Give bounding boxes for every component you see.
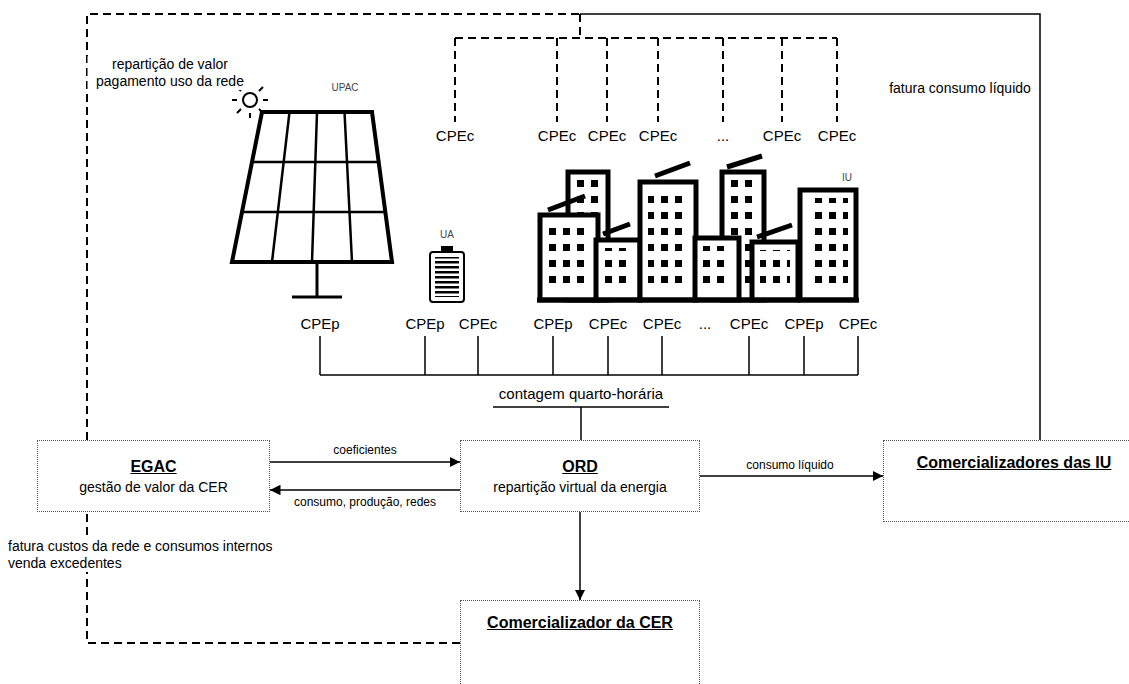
cpe-label: CPEc [818, 127, 856, 145]
box-title: Comercializadores das IU [917, 453, 1112, 472]
battery-icon [430, 246, 464, 302]
cpe-label: CPEp [533, 315, 572, 333]
supplier-box: Comercializadores das IU [883, 440, 1129, 522]
connector-segment [700, 475, 883, 477]
cpe-label: CPEp [784, 315, 823, 333]
part-name: UPAC [331, 82, 358, 94]
edge-label: fatura custos da rede e consumos interno… [8, 538, 313, 572]
part-name: UA [440, 229, 454, 241]
connector [87, 14, 1040, 440]
cpe-label: CPEc [839, 315, 877, 333]
connector [270, 462, 460, 463]
connector-segment [580, 14, 1040, 440]
connector-segment [87, 14, 580, 440]
box-subtitle: gestão de valor da CER [79, 479, 228, 496]
flow-note: repartição de valor pagamento uso da red… [88, 56, 253, 90]
cpe-label: CPEc [538, 127, 576, 145]
ellipsis: ... [699, 315, 712, 333]
edge-label: consumo líquido [746, 458, 833, 472]
connector-segment [270, 489, 460, 491]
connector-segment [270, 461, 460, 463]
cpe-label: CPEp [300, 315, 339, 333]
solar-panel [232, 112, 392, 297]
ellipsis: ... [717, 127, 730, 145]
connector-segment [579, 512, 581, 600]
box-title: ORD [562, 457, 598, 476]
part-name: IU [842, 172, 852, 184]
cpe-label: CPEc [643, 315, 681, 333]
box-title: EGAC [130, 457, 176, 476]
box-subtitle: repartição virtual da energia [493, 479, 667, 496]
connector-segment [87, 512, 460, 643]
manager-box: EGAC gestão de valor da CER [37, 440, 270, 512]
supplier-box: Comercializador da CER [460, 600, 700, 684]
cpe-label: CPEc [588, 127, 626, 145]
cpe-label: CPEc [763, 127, 801, 145]
edge-label: coeficientes [333, 443, 396, 457]
cpe-label: CPEc [639, 127, 677, 145]
cpe-label: CPEp [405, 315, 444, 333]
metering-bus [320, 336, 858, 440]
cpe-label: CPEc [459, 315, 497, 333]
connector [700, 476, 883, 477]
cpe-label: CPEc [436, 127, 474, 145]
connector [580, 512, 581, 600]
connector [270, 490, 460, 491]
cpe-label: CPEc [730, 315, 768, 333]
edge-label: consumo, produção, redes [294, 495, 436, 509]
flow-note: fatura consumo líquido [889, 80, 1031, 97]
buildings [537, 156, 859, 300]
metering-label: contagem quarto-horária [499, 385, 663, 403]
connector [87, 512, 460, 643]
consumer-bracket [455, 14, 837, 122]
cpe-label: CPEc [589, 315, 627, 333]
box-title: Comercializador da CER [487, 613, 673, 632]
operator-box: ORD repartição virtual da energia [460, 440, 700, 512]
